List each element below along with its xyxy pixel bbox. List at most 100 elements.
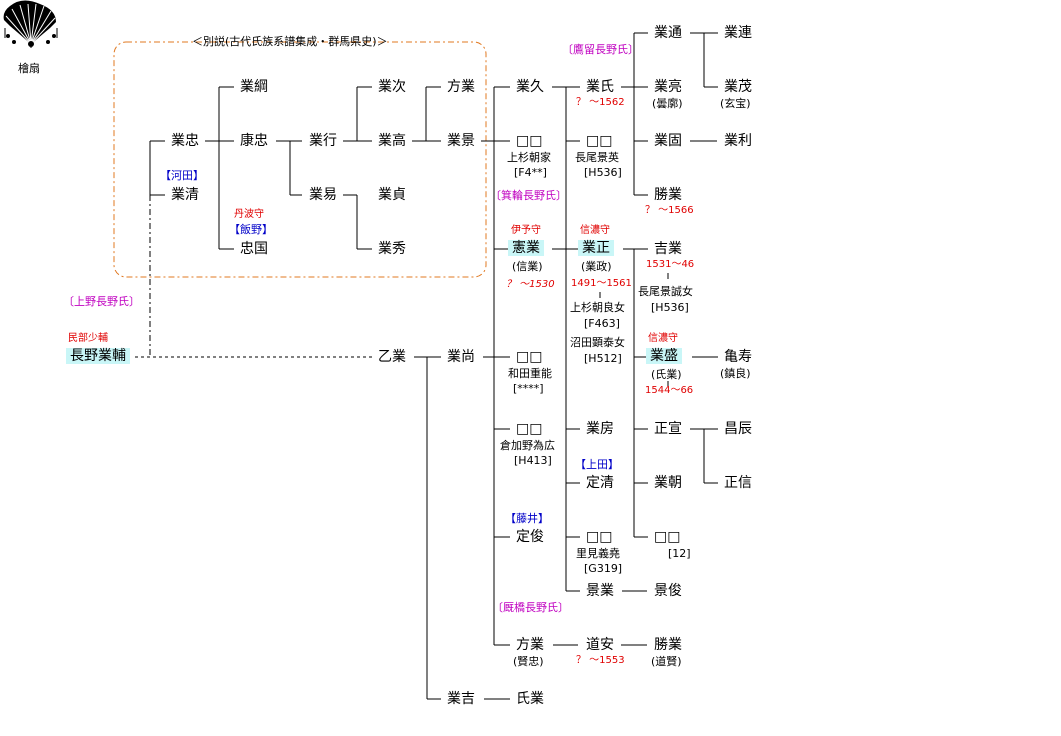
- wife-numata: 沼田顕泰女: [570, 336, 625, 349]
- wife-uesugi-code: [F463]: [584, 317, 620, 330]
- dates-narimori: 1544～66: [645, 385, 694, 396]
- person-naritomo: 業朝: [654, 475, 682, 491]
- person-naritsugu: 業次: [378, 79, 406, 95]
- spouse-b4a: 倉加野為広: [500, 439, 555, 452]
- branch-takatome: 〔鷹留長野氏〕: [562, 43, 639, 56]
- person-narimasa: 業正: [578, 240, 614, 256]
- person-blank2: □□: [586, 133, 613, 149]
- person-katsunari2: 勝業: [654, 637, 682, 653]
- person-kagenari: 景業: [586, 583, 614, 599]
- branch-fujii: 【藤井】: [505, 512, 549, 525]
- code-b6: [12]: [668, 547, 691, 560]
- person-narikata: 業固: [654, 133, 682, 149]
- spouse-b1b: [F4**]: [514, 166, 547, 179]
- spouse-b1a: 上杉朝家: [507, 151, 551, 164]
- title-shinano1: 信濃守: [580, 225, 610, 236]
- person-yasuke: 長野業輔: [66, 348, 130, 364]
- alias-narimura: (玄宝): [720, 97, 751, 110]
- person-kameju: 亀寿: [724, 349, 752, 365]
- person-nariyoshi: 業綱: [240, 79, 268, 95]
- person-masanobu: 正宣: [654, 421, 682, 437]
- person-ujinari: 氏業: [516, 691, 544, 707]
- person-hougyou: 方業: [447, 79, 475, 95]
- branch-umayabashi: 〔厩橋長野氏〕: [492, 601, 569, 614]
- dates-katsunari: ？ ～1566: [645, 205, 694, 216]
- crest-label: 檜扇: [18, 62, 40, 75]
- spouse-b3a: 和田重能: [508, 367, 552, 380]
- person-kennari: 憲業: [508, 240, 544, 256]
- person-narihide: 業秀: [378, 241, 406, 257]
- dates-narimasa: 1491～1561: [571, 278, 632, 289]
- alias-kennari: (信業): [512, 260, 543, 273]
- person-kagetoshi: 景俊: [654, 583, 682, 599]
- alias-narimori: (氏業): [651, 368, 682, 381]
- person-narisuke: 業亮: [654, 79, 682, 95]
- person-masanobu2: 正信: [724, 475, 752, 491]
- person-narikiyo: 業清: [171, 187, 199, 203]
- wife-nagao: 長尾景誠女: [638, 285, 693, 298]
- alias-kameju: (鎮良): [720, 367, 751, 380]
- person-naritoshi: 業利: [724, 133, 752, 149]
- wife-numata-code: [H512]: [584, 352, 622, 365]
- person-blank1: □□: [516, 133, 543, 149]
- dates-douan: ？ ～1553: [576, 655, 625, 666]
- person-narimori: 業盛: [646, 348, 682, 364]
- person-yoshinari: 吉業: [654, 241, 682, 257]
- spouse-b4b: [H413]: [514, 454, 552, 467]
- branch-iino: 【飯野】: [229, 223, 273, 236]
- spouse-b2a: 長尾景英: [575, 151, 619, 164]
- dates-yoshinari: 1531～46: [646, 259, 695, 270]
- person-nariyoshi2: 業吉: [447, 691, 475, 707]
- spouse-b2b: [H536]: [584, 166, 622, 179]
- dates-kennari: ？ ～1530: [506, 279, 555, 290]
- title-minbu: 民部少輔: [68, 333, 108, 344]
- person-tadakuni: 忠国: [240, 241, 268, 257]
- fan-crest-icon: [3, 0, 58, 48]
- person-narifusa: 業房: [586, 421, 614, 437]
- title-iyo: 伊予守: [511, 225, 541, 236]
- person-narimura: 業連: [724, 25, 752, 41]
- person-hougyou2: 方業: [516, 637, 544, 653]
- person-blank3: □□: [516, 349, 543, 365]
- branch-ueda: 【上田】: [575, 458, 619, 471]
- person-narimichi: 業通: [654, 25, 682, 41]
- person-narisada: 業貞: [378, 187, 406, 203]
- wife-uesugi: 上杉朝良女: [570, 301, 625, 314]
- title-tanba: 丹波守: [234, 209, 264, 220]
- title-shinano2: 信濃守: [648, 333, 678, 344]
- branch-uenonagano: 〔上野長野氏〕: [63, 295, 140, 308]
- person-narichuu: 業忠: [171, 133, 199, 149]
- alias-narisuke: (曇廓): [652, 97, 683, 110]
- person-blank6: □□: [654, 529, 681, 545]
- person-shoshin: 昌辰: [724, 421, 752, 437]
- person-blank5: □□: [586, 529, 613, 545]
- alias-narimasa: (業政): [581, 260, 612, 273]
- person-otsunari: 乙業: [378, 349, 406, 365]
- wife-nagao-code: [H536]: [651, 301, 689, 314]
- branch-minowa: 〔箕輪長野氏〕: [490, 189, 567, 202]
- branch-kawada: 【河田】: [160, 169, 204, 182]
- person-douan: 道安: [586, 637, 614, 653]
- spouse-b5b: [G319]: [584, 562, 623, 575]
- person-blank4: □□: [516, 421, 543, 437]
- person-nariyuki: 業行: [309, 133, 337, 149]
- person-naritaka: 業高: [378, 133, 406, 149]
- person-narishige: 業茂: [724, 79, 752, 95]
- person-narieki: 業易: [309, 187, 337, 203]
- spouse-b5a: 里見義堯: [576, 547, 620, 560]
- person-sadakiyo: 定清: [586, 475, 614, 491]
- person-nariuji: 業氏: [586, 79, 614, 95]
- person-narinao: 業尚: [447, 349, 475, 365]
- person-katsunari: 勝業: [654, 187, 682, 203]
- alias-hougyou2: (賢忠): [513, 655, 544, 668]
- person-narikage: 業景: [447, 133, 475, 149]
- alias-katsunari2: (道賢): [651, 655, 682, 668]
- alternate-theory-note: ＜別説(古代氏族系譜集成・群馬県史)＞: [192, 35, 388, 48]
- person-narihisa: 業久: [516, 79, 544, 95]
- spouse-b3b: [****]: [513, 382, 544, 395]
- person-sadatoshi: 定俊: [516, 529, 544, 545]
- person-yasutada: 康忠: [240, 133, 268, 149]
- dates-nariuji: ？ ～1562: [576, 97, 625, 108]
